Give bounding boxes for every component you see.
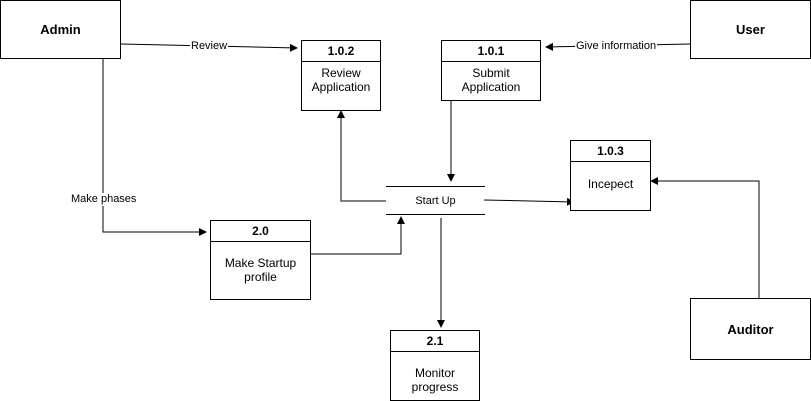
flow-startup-to-review: [337, 110, 386, 202]
process-name: Submit Application: [442, 62, 540, 94]
process-inspect: 1.0.3 Incepect: [570, 140, 651, 211]
process-id: 1.0.2: [302, 41, 380, 62]
entity-auditor-label: Auditor: [727, 321, 774, 337]
entity-admin: Admin: [0, 0, 121, 59]
entity-user: User: [690, 0, 811, 59]
data-store-label: Start Up: [415, 194, 456, 207]
process-name-line: profile: [244, 270, 277, 284]
entity-user-label: User: [736, 22, 765, 37]
process-id: 1.0.3: [571, 141, 650, 162]
process-name-line: Review: [321, 66, 361, 80]
process-name: Incepect: [571, 162, 650, 191]
process-name: Monitor progress: [391, 352, 479, 394]
process-monitor-progress: 2.1 Monitor progress: [390, 330, 480, 401]
flow-admin-to-make-profile: [102, 59, 207, 236]
process-name: Make Startup profile: [211, 242, 310, 284]
process-name-line: Submit: [472, 66, 510, 80]
process-name-line: Application: [461, 80, 521, 94]
process-id: 1.0.1: [442, 41, 540, 62]
process-name-line: Monitor: [414, 366, 455, 380]
flow-profile-to-startup: [311, 216, 405, 255]
process-name-line: Incepect: [587, 177, 634, 191]
flow-label-make-phases: Make phases: [70, 193, 138, 206]
flow-startup-to-inspect: [483, 197, 575, 206]
process-make-startup-profile: 2.0 Make Startup profile: [210, 220, 311, 300]
process-name-line: Application: [311, 80, 371, 94]
data-store-startup: Start Up: [386, 186, 485, 215]
entity-auditor: Auditor: [690, 298, 811, 360]
flow-auditor-to-inspect: [650, 177, 760, 298]
process-name-line: Make Startup: [224, 256, 297, 270]
process-review-application: 1.0.2 Review Application: [301, 40, 381, 111]
flow-label-review: Review: [190, 40, 229, 53]
process-name: Review Application: [302, 62, 380, 94]
process-id: 2.1: [391, 331, 479, 352]
process-id: 2.0: [211, 221, 310, 242]
entity-admin-label: Admin: [40, 22, 81, 37]
process-submit-application: 1.0.1 Submit Application: [441, 40, 541, 101]
flow-label-give-information: Give information: [575, 40, 658, 53]
process-name-line: progress: [411, 380, 459, 394]
